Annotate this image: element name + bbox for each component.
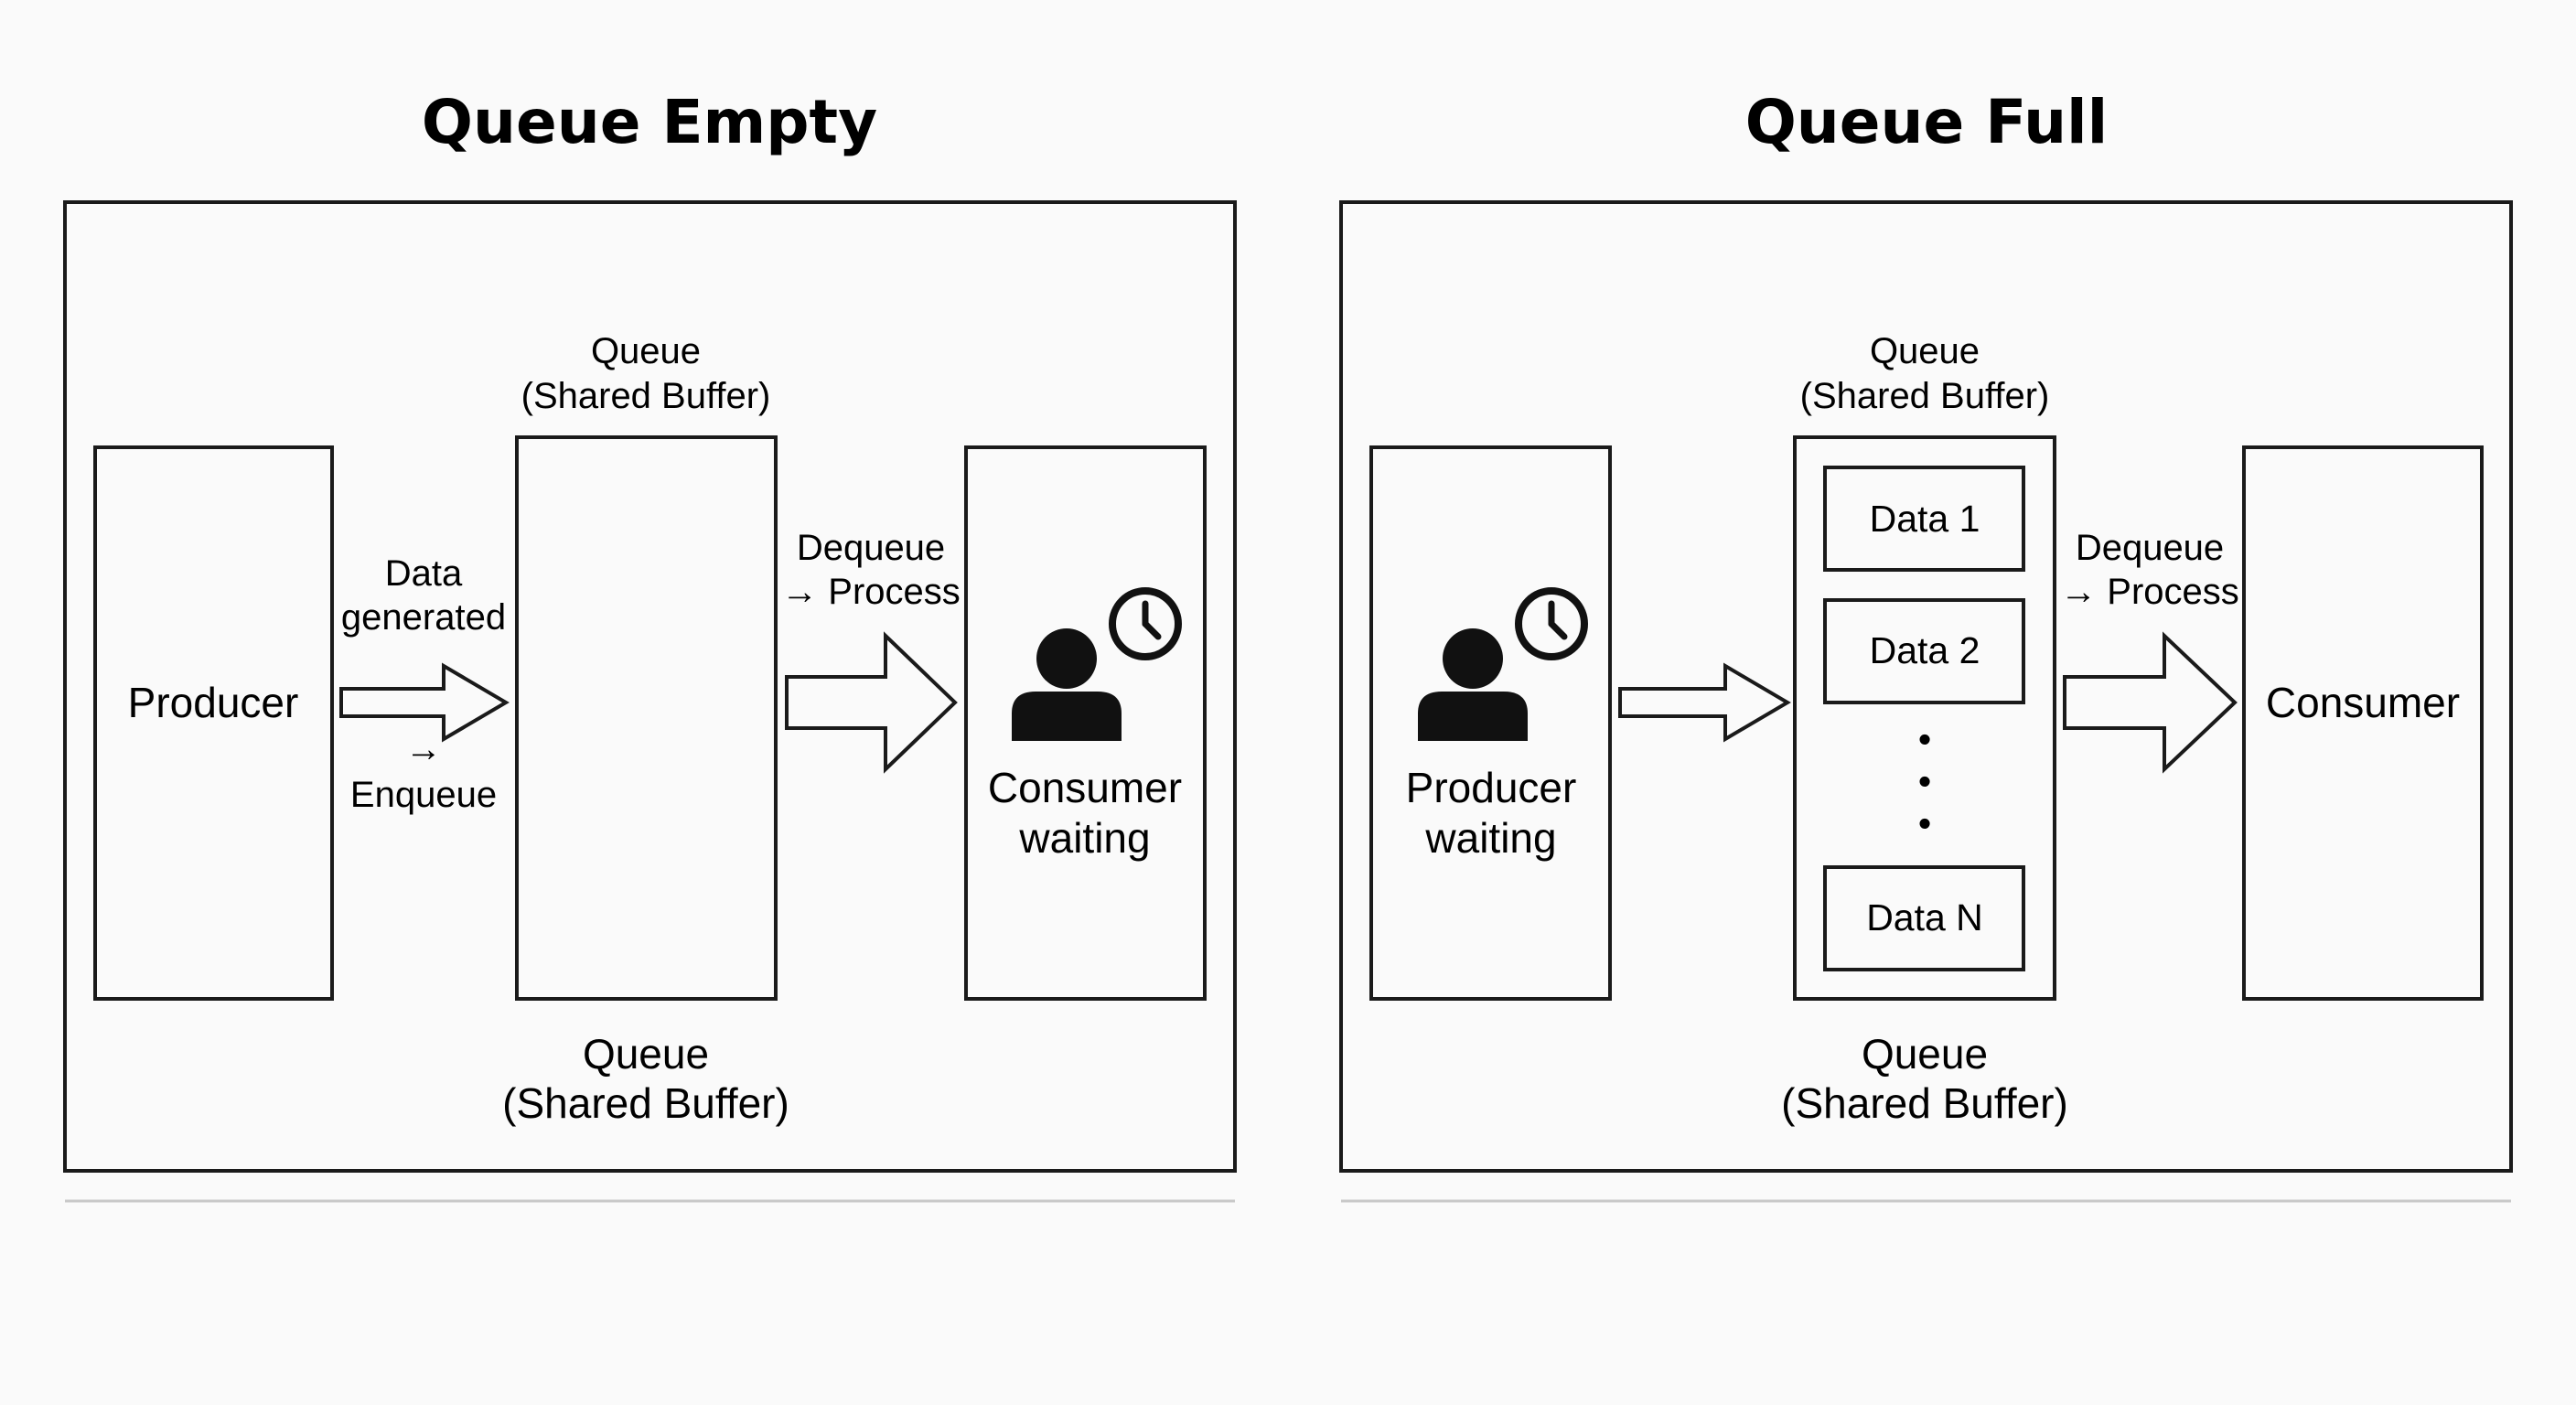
queue-buffer-full — [1793, 435, 2056, 1001]
enqueue-label-arrow: → — [405, 729, 442, 769]
queue-label-top-line2: (Shared Buffer) — [521, 376, 771, 416]
queue-ellipsis-dot: • — [1918, 718, 1931, 760]
queue-label-bottom-line2: (Shared Buffer) — [1781, 1079, 2068, 1127]
person-waiting-clock-icon — [1012, 591, 1178, 741]
producer-box — [1369, 445, 1612, 1001]
panel-queue-full: Queue Full Producer waiting Queue (Share… — [1339, 87, 2513, 1173]
dequeue-arrow — [785, 631, 958, 774]
queue-ellipsis-dot: • — [1918, 760, 1931, 802]
queue-item-box — [1823, 598, 2025, 704]
queue-item-label: Data N — [1866, 896, 1983, 938]
producer-label-line2: waiting — [1424, 814, 1556, 862]
queue-label-bottom-line2: (Shared Buffer) — [502, 1079, 789, 1127]
panel-frame — [63, 200, 1237, 1173]
person-waiting-clock-icon — [1418, 591, 1584, 741]
enqueue-label-line1: Data — [385, 553, 463, 594]
enqueue-label-line3: Enqueue — [350, 775, 497, 815]
consumer-label-line1: Consumer — [988, 764, 1182, 811]
enqueue-arrow — [339, 662, 510, 743]
queue-label-bottom-line1: Queue — [583, 1030, 709, 1078]
consumer-box — [2242, 445, 2484, 1001]
producer-box — [93, 445, 334, 1001]
queue-item-box — [1823, 466, 2025, 572]
producer-label: Producer — [128, 679, 299, 726]
panel-queue-empty: Queue Empty Producer Data generated → En… — [63, 87, 1237, 1173]
panel-title: Queue Empty — [422, 87, 877, 157]
dequeue-label-line2: → Process — [781, 572, 961, 612]
enqueue-label-line2: generated — [341, 597, 506, 638]
dequeue-label-line2: → Process — [2060, 572, 2239, 612]
dequeue-label-line1: Dequeue — [797, 528, 945, 568]
queue-label-top-line1: Queue — [1870, 331, 1980, 371]
queue-item-label: Data 1 — [1870, 498, 1980, 540]
consumer-box — [964, 445, 1207, 1001]
queue-item-label: Data 2 — [1870, 629, 1980, 671]
queue-label-top-line2: (Shared Buffer) — [1800, 376, 2050, 416]
enqueue-arrow — [1618, 662, 1791, 743]
producer-label-line1: Producer — [1406, 764, 1577, 811]
queue-label-top-line1: Queue — [591, 331, 701, 371]
queue-ellipsis-dot: • — [1918, 802, 1931, 844]
panel-frame — [1339, 200, 2513, 1173]
queue-item-box — [1823, 865, 2025, 971]
dequeue-label-line1: Dequeue — [2076, 528, 2224, 568]
consumer-label-line2: waiting — [1018, 814, 1150, 862]
consumer-label: Consumer — [2266, 679, 2460, 726]
dequeue-arrow — [2063, 631, 2238, 774]
queue-buffer-empty — [515, 435, 778, 1001]
panel-title: Queue Full — [1745, 87, 2109, 157]
queue-label-bottom-line1: Queue — [1862, 1030, 1988, 1078]
